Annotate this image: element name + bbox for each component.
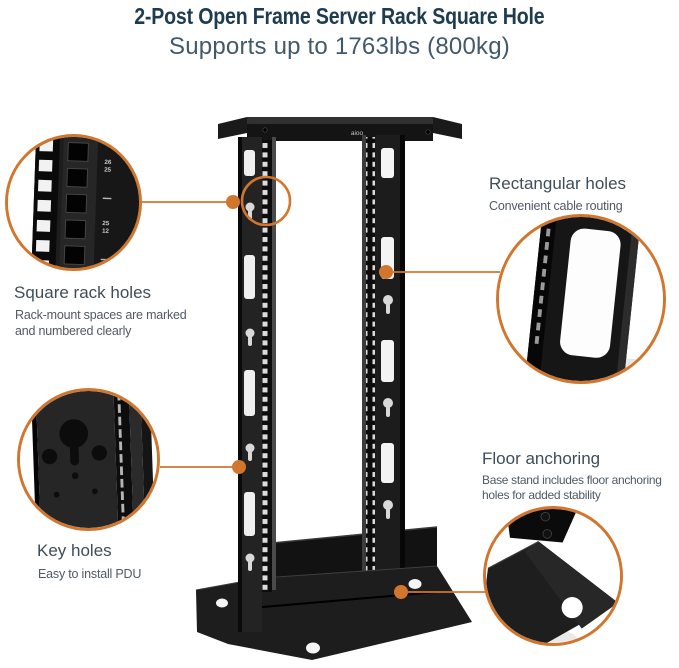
connector-dot [232, 460, 246, 474]
keyhole-icon [41, 419, 107, 498]
callout-desc-square-rack-holes: Rack-mount spaces are marked and numbere… [15, 308, 187, 338]
square-rack-holes-detail: 26 25 25 12 [8, 137, 139, 268]
rack-left-post [238, 137, 276, 632]
svg-text:12: 12 [102, 228, 110, 235]
anchor-hole [561, 597, 583, 619]
callout-circle-key-holes [17, 388, 160, 531]
anchor-hole [216, 598, 228, 608]
connector-dot [226, 195, 240, 209]
rectangular-holes-detail [499, 217, 663, 381]
brand-logo: aioo [351, 130, 364, 137]
callout-desc-key-holes: Easy to install PDU [38, 567, 142, 581]
highlight-ring-square-holes [240, 175, 292, 227]
anchor-hole [306, 642, 320, 654]
callout-circle-square-rack-holes: 26 25 25 12 [5, 134, 142, 271]
connector-dot [394, 585, 408, 599]
connector-dot [379, 265, 393, 279]
rack-floor-plate [195, 565, 472, 660]
keyhole-icon [245, 202, 255, 571]
callout-title-floor-anchoring: Floor anchoring [482, 449, 601, 468]
svg-text:26: 26 [104, 159, 112, 166]
callout-desc-rectangular-holes: Convenient cable routing [489, 199, 623, 213]
callout-title-key-holes: Key holes [37, 541, 112, 560]
page-subtitle: Supports up to 1763lbs (800kg) [169, 33, 510, 60]
anchor-hole [408, 579, 422, 589]
keyhole-icon [383, 295, 393, 519]
callout-title-square-rack-holes: Square rack holes [14, 283, 152, 302]
callout-title-rectangular-holes: Rectangular holes [489, 174, 627, 193]
svg-text:25: 25 [102, 220, 110, 227]
callout-circle-floor-anchoring [483, 506, 623, 646]
rack-right-post [362, 135, 405, 572]
key-holes-detail [20, 391, 157, 528]
page-title: 2-Post Open Frame Server Rack Square Hol… [134, 3, 545, 29]
svg-text:25: 25 [104, 167, 112, 174]
floor-anchoring-detail [486, 509, 620, 643]
callout-circle-rectangular-holes [496, 214, 666, 384]
callout-desc-floor-anchoring: Base stand includes floor anchoring hole… [482, 473, 662, 503]
